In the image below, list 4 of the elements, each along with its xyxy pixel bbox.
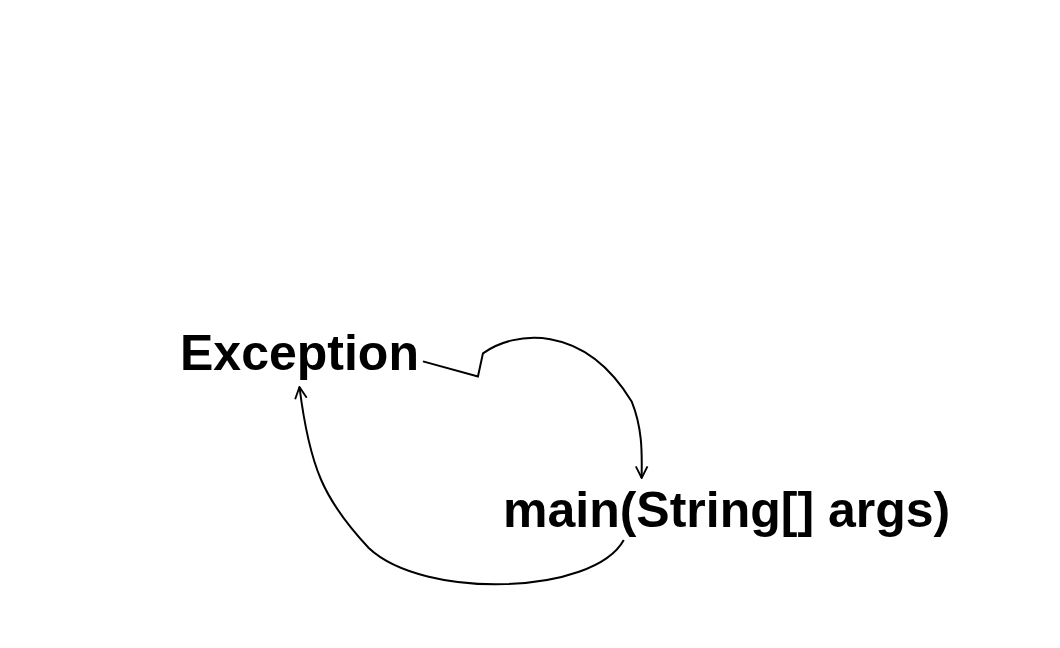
code-label: Exception — [180, 325, 419, 381]
curved-arrow — [294, 386, 625, 586]
curved-arrow — [421, 336, 649, 479]
code-label: main(String[] args) — [503, 482, 951, 538]
